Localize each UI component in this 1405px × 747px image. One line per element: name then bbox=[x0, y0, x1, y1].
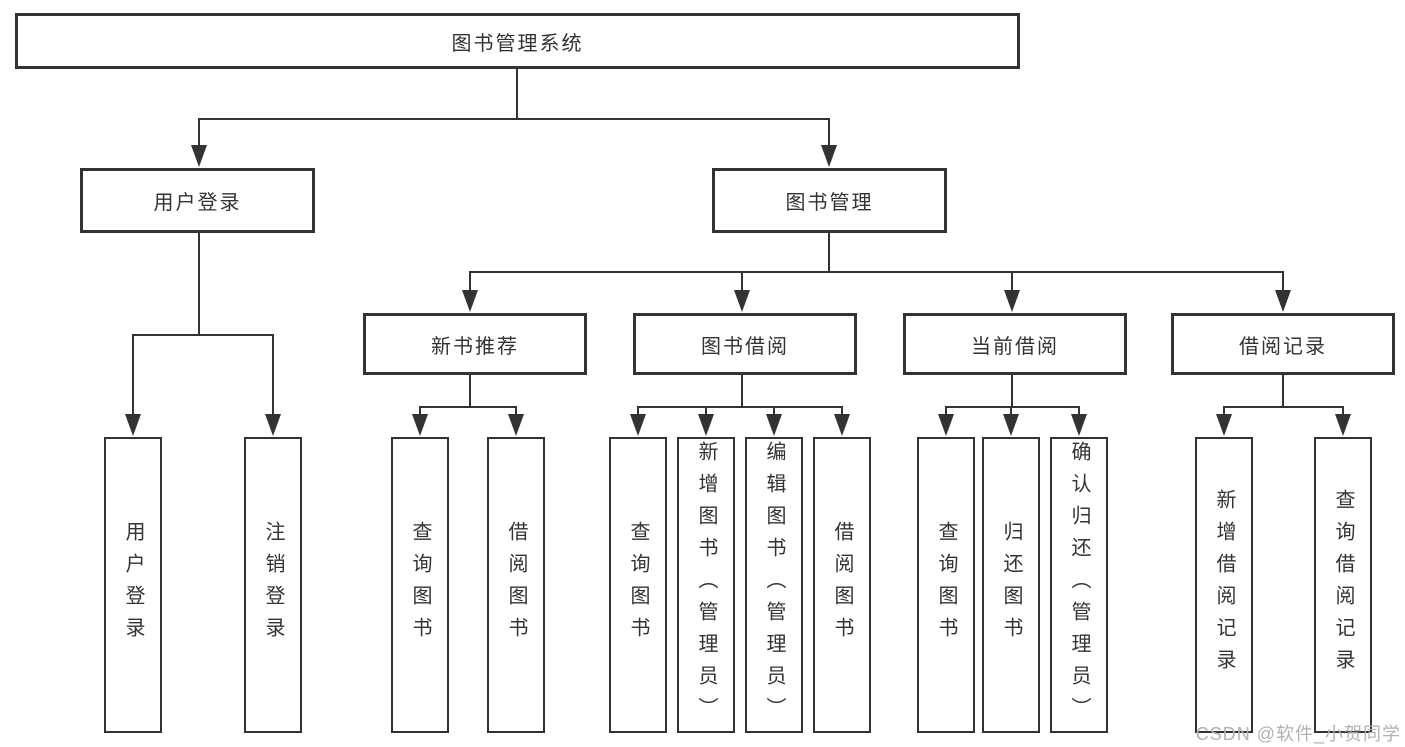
leaf-user-login-label: 用户登录 bbox=[122, 521, 144, 649]
leaf-current-query-book: 查询图书 bbox=[917, 437, 975, 733]
leaf-current-query-book-label: 查询图书 bbox=[935, 521, 957, 649]
node-new-book-recommend: 新书推荐 bbox=[363, 313, 587, 375]
leaf-query-borrow-record: 查询借阅记录 bbox=[1314, 437, 1372, 733]
leaf-return-book: 归还图书 bbox=[982, 437, 1040, 733]
leaf-add-borrow-record: 新增借阅记录 bbox=[1195, 437, 1253, 733]
leaf-logout: 注销登录 bbox=[244, 437, 302, 733]
leaf-borrow-book-label: 借阅图书 bbox=[831, 521, 853, 649]
leaf-confirm-return-admin-label: 确认归还（管理员） bbox=[1068, 441, 1090, 729]
node-root-system: 图书管理系统 bbox=[15, 13, 1020, 69]
leaf-borrow-query-book: 查询图书 bbox=[609, 437, 667, 733]
arrowheads bbox=[125, 145, 1351, 436]
leaf-recommend-query-book: 查询图书 bbox=[391, 437, 449, 733]
leaf-return-book-label: 归还图书 bbox=[1000, 521, 1022, 649]
node-book-borrow: 图书借阅 bbox=[633, 313, 857, 375]
leaf-borrow-query-book-label: 查询图书 bbox=[627, 521, 649, 649]
leaf-add-borrow-record-label: 新增借阅记录 bbox=[1213, 489, 1235, 681]
leaf-add-book-admin-label: 新增图书（管理员） bbox=[695, 441, 717, 729]
leaf-add-book-admin: 新增图书（管理员） bbox=[677, 437, 735, 733]
leaf-query-borrow-record-label: 查询借阅记录 bbox=[1332, 489, 1354, 681]
leaf-user-login: 用户登录 bbox=[104, 437, 162, 733]
node-current-borrow: 当前借阅 bbox=[903, 313, 1127, 375]
leaf-borrow-book: 借阅图书 bbox=[813, 437, 871, 733]
node-user-login: 用户登录 bbox=[80, 168, 315, 233]
node-borrow-records: 借阅记录 bbox=[1171, 313, 1395, 375]
leaf-recommend-borrow-book-label: 借阅图书 bbox=[505, 521, 527, 649]
leaf-confirm-return-admin: 确认归还（管理员） bbox=[1050, 437, 1108, 733]
node-book-management: 图书管理 bbox=[712, 168, 947, 233]
csdn-watermark: CSDN @软件_小贺同学 bbox=[1195, 724, 1401, 744]
leaf-edit-book-admin-label: 编辑图书（管理员） bbox=[763, 441, 785, 729]
leaf-recommend-borrow-book: 借阅图书 bbox=[487, 437, 545, 733]
leaf-logout-label: 注销登录 bbox=[262, 521, 284, 649]
leaf-edit-book-admin: 编辑图书（管理员） bbox=[745, 437, 803, 733]
leaf-recommend-query-book-label: 查询图书 bbox=[409, 521, 431, 649]
